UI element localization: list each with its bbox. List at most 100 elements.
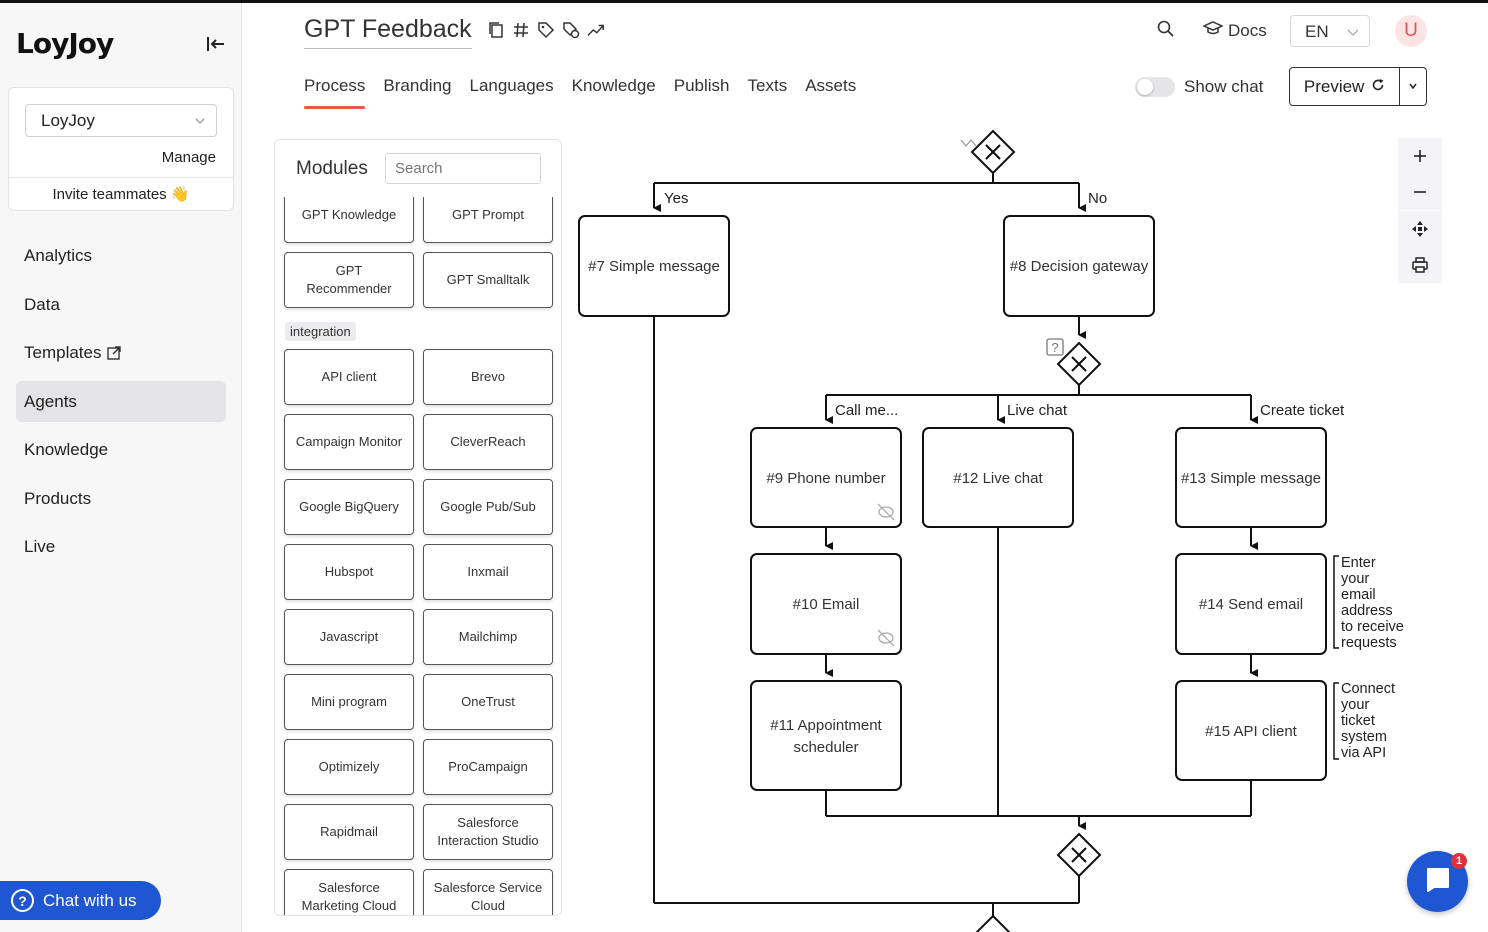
- copy-icon[interactable]: [487, 20, 505, 40]
- tab-assets[interactable]: Assets: [805, 76, 857, 95]
- edge-label-live: Live chat: [1007, 402, 1068, 419]
- module-google-bigquery[interactable]: Google BigQuery: [284, 479, 414, 535]
- chevron-down-icon: [1408, 78, 1418, 96]
- module-google-pubsub[interactable]: Google Pub/Sub: [423, 479, 553, 535]
- sidebar-item-data[interactable]: Data: [24, 294, 60, 314]
- print-icon[interactable]: [1398, 247, 1442, 283]
- organization-select[interactable]: LoyJoy: [25, 104, 217, 137]
- gateway-end: [975, 914, 1011, 932]
- module-gpt-prompt[interactable]: GPT Prompt: [423, 197, 553, 243]
- module-gpt-knowledge[interactable]: GPT Knowledge: [284, 197, 414, 243]
- docs-link[interactable]: Docs: [1202, 20, 1267, 41]
- trending-icon[interactable]: [587, 20, 605, 40]
- modules-list[interactable]: GPT Knowledge GPT Prompt GPT Recommender…: [275, 197, 561, 915]
- gateway-top-icon: [960, 139, 977, 147]
- node-11-label-1: #11 Appointment: [770, 717, 882, 734]
- module-hubspot[interactable]: Hubspot: [284, 544, 414, 600]
- annotation-14-line: email: [1341, 587, 1376, 603]
- invite-teammates-button[interactable]: Invite teammates 👋: [9, 177, 233, 211]
- module-inxmail[interactable]: Inxmail: [423, 544, 553, 600]
- hashtag-icon[interactable]: [512, 20, 530, 40]
- tag-settings-icon[interactable]: [562, 20, 580, 40]
- tab-knowledge[interactable]: Knowledge: [571, 76, 656, 95]
- annotation-14-line: address: [1341, 603, 1393, 619]
- node-14-label: #14 Send email: [1199, 596, 1303, 613]
- module-cleverreach[interactable]: CleverReach: [423, 414, 553, 470]
- node-13: [1175, 427, 1327, 528]
- module-gpt-smalltalk[interactable]: GPT Smalltalk: [423, 252, 553, 308]
- show-chat-label: Show chat: [1184, 77, 1264, 96]
- module-campaign-monitor[interactable]: Campaign Monitor: [284, 414, 414, 470]
- organization-select-value: LoyJoy: [41, 111, 95, 130]
- language-select[interactable]: EN: [1290, 15, 1370, 47]
- node-7: [578, 215, 730, 317]
- module-optimizely[interactable]: Optimizely: [284, 739, 414, 795]
- search-icon[interactable]: [1157, 20, 1175, 43]
- module-mini-program[interactable]: Mini program: [284, 674, 414, 730]
- sidebar-item-agents[interactable]: Agents: [16, 380, 226, 422]
- svg-text:?: ?: [1051, 340, 1058, 355]
- module-mailchimp[interactable]: Mailchimp: [423, 609, 553, 665]
- module-salesforce-marketing-cloud[interactable]: Salesforce Marketing Cloud: [284, 869, 414, 915]
- page-title[interactable]: GPT Feedback: [304, 15, 472, 43]
- sidebar-item-analytics[interactable]: Analytics: [24, 246, 93, 265]
- sidebar-item-live[interactable]: Live: [24, 537, 56, 556]
- zoom-out-icon[interactable]: [1398, 174, 1442, 210]
- node-9: [750, 427, 902, 528]
- node-12: [922, 427, 1074, 528]
- node-13-label: #13 Simple message: [1181, 470, 1321, 487]
- zoom-in-icon[interactable]: [1398, 138, 1442, 174]
- node-14: [1175, 553, 1327, 655]
- node-11-label-2: scheduler: [793, 739, 858, 756]
- sidebar: LoyJoy LoyJoy Manage Invite teammates 👋 …: [0, 3, 242, 932]
- preview-button-group: Preview: [1289, 67, 1427, 106]
- node-8: [1003, 215, 1155, 317]
- module-procampaign[interactable]: ProCampaign: [423, 739, 553, 795]
- language-value: EN: [1305, 22, 1329, 41]
- annotation-14-line: your: [1341, 571, 1369, 587]
- tab-languages[interactable]: Languages: [469, 76, 554, 95]
- edge-label-call: Call me...: [835, 402, 898, 419]
- hidden-icon: [877, 503, 895, 521]
- sidebar-item-knowledge[interactable]: Knowledge: [24, 440, 109, 459]
- avatar[interactable]: U: [1395, 15, 1427, 47]
- chat-with-us-button[interactable]: ? Chat with us: [0, 881, 161, 920]
- preview-options-button[interactable]: [1399, 68, 1426, 105]
- module-javascript[interactable]: Javascript: [284, 609, 414, 665]
- modules-search-input[interactable]: [385, 153, 541, 184]
- module-brevo[interactable]: Brevo: [423, 349, 553, 405]
- graduation-cap-icon: [1202, 20, 1224, 41]
- sidebar-item-products[interactable]: Products: [24, 488, 92, 508]
- flow-canvas[interactable]: ? Yes No Call me... Live chat Create tic…: [563, 120, 1488, 932]
- annotation-15-line: your: [1341, 697, 1369, 713]
- app-logo[interactable]: LoyJoy: [16, 27, 114, 60]
- fit-view-icon[interactable]: [1398, 211, 1442, 247]
- node-11: [750, 680, 902, 791]
- tag-icon[interactable]: [537, 20, 555, 40]
- module-rapidmail[interactable]: Rapidmail: [284, 804, 414, 860]
- title-actions: [487, 20, 605, 40]
- sidebar-item-templates[interactable]: Templates: [16, 332, 226, 373]
- module-gpt-recommender[interactable]: GPT Recommender: [284, 252, 414, 308]
- node-12-label: #12 Live chat: [953, 470, 1043, 487]
- tab-process[interactable]: Process: [304, 76, 366, 109]
- module-salesforce-service-cloud[interactable]: Salesforce Service Cloud: [423, 869, 553, 915]
- module-salesforce-interaction-studio[interactable]: Salesforce Interaction Studio: [423, 804, 553, 860]
- manage-link[interactable]: Manage: [161, 149, 216, 166]
- tab-texts[interactable]: Texts: [747, 76, 788, 95]
- question-icon: ?: [1046, 338, 1064, 356]
- sidebar-nav: Analytics Data Templates Agents Knowledg…: [16, 235, 226, 575]
- preview-button[interactable]: Preview: [1290, 68, 1399, 105]
- modules-panel: Modules GPT Knowledge GPT Prompt GPT Rec…: [274, 139, 562, 916]
- module-onetrust[interactable]: OneTrust: [423, 674, 553, 730]
- tab-branding[interactable]: Branding: [383, 76, 452, 95]
- tab-publish[interactable]: Publish: [673, 76, 730, 95]
- collapse-sidebar-icon[interactable]: [204, 33, 228, 55]
- node-15: [1175, 680, 1327, 781]
- show-chat-toggle[interactable]: [1135, 77, 1175, 97]
- docs-label: Docs: [1228, 20, 1267, 40]
- module-api-client[interactable]: API client: [284, 349, 414, 405]
- chat-bubble-icon: [1424, 865, 1452, 898]
- notification-badge: 1: [1451, 853, 1467, 869]
- edge-label-no: No: [1088, 190, 1107, 207]
